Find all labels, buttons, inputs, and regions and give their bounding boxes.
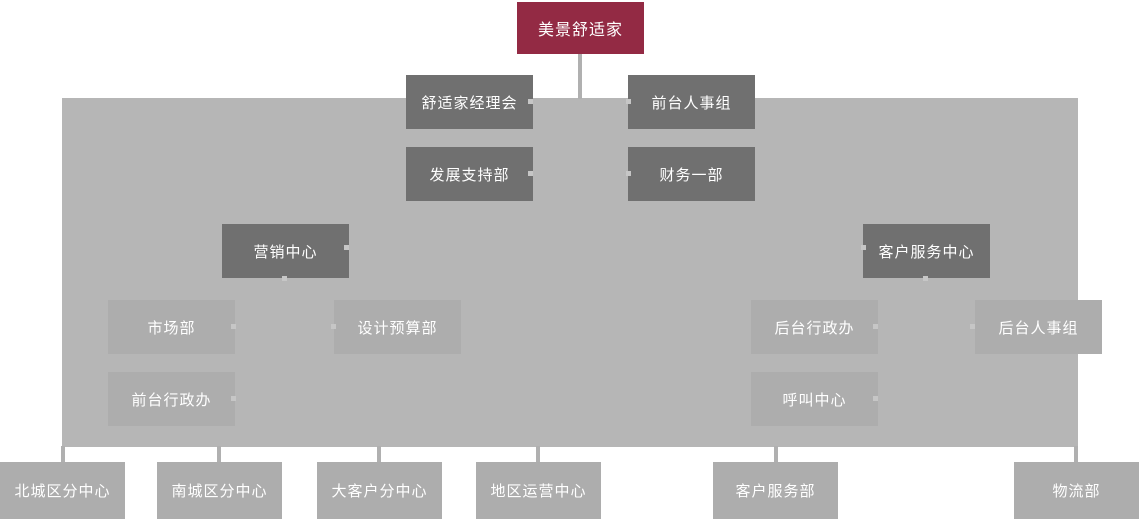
org-node-market-dept[interactable]: 市场部 [108,300,235,354]
connector-stub [873,396,878,401]
connector-stub [861,245,866,250]
connector-stub [923,276,928,281]
org-node-south-city-branch[interactable]: 南城区分中心 [157,462,282,519]
org-node-label: 大客户分中心 [331,483,428,500]
connector-stub [873,324,878,329]
org-node-label: 市场部 [147,319,196,337]
connector-stub [970,324,975,329]
org-node-customer-service-center[interactable]: 客户服务中心 [863,224,990,278]
org-node-call-center[interactable]: 呼叫中心 [751,372,878,426]
org-node-north-city-branch[interactable]: 北城区分中心 [0,462,125,519]
branch-connector-line [536,446,540,463]
org-node-label: 发展支持部 [429,166,510,184]
org-node-label: 后台人事组 [998,319,1079,337]
org-node-customer-service-dept[interactable]: 客户服务部 [713,462,838,519]
org-node-label: 营销中心 [253,243,318,261]
org-node-label: 物流部 [1052,483,1101,500]
org-node-label: 地区运营中心 [490,483,587,500]
org-node-label: 美景舒适家 [537,22,623,39]
org-node-manager-committee[interactable]: 舒适家经理会 [406,75,533,129]
org-node-key-account-branch[interactable]: 大客户分中心 [317,462,442,519]
org-node-front-admin-office[interactable]: 前台行政办 [108,372,235,426]
org-node-development-support[interactable]: 发展支持部 [406,147,533,201]
org-node-label: 南城区分中心 [171,483,268,500]
connector-stub [231,396,236,401]
root-connector-line [578,53,582,99]
org-node-design-budget-dept[interactable]: 设计预算部 [334,300,461,354]
connector-stub [282,276,287,281]
connector-stub [626,99,631,104]
branch-connector-line [1074,446,1078,463]
org-node-label: 呼叫中心 [782,391,847,409]
org-node-logistics-dept[interactable]: 物流部 [1014,462,1139,519]
branch-connector-line [774,446,778,463]
org-node-back-hr-group[interactable]: 后台人事组 [975,300,1102,354]
org-node-front-hr-group[interactable]: 前台人事组 [628,75,755,129]
org-node-back-admin-office[interactable]: 后台行政办 [751,300,878,354]
branch-connector-line [377,446,381,463]
connector-stub [528,99,533,104]
org-node-label: 财务一部 [659,166,724,184]
org-node-label: 设计预算部 [357,319,438,337]
connector-stub [231,324,236,329]
branch-connector-line [61,446,65,463]
connector-stub [626,171,631,176]
org-node-label: 客户服务部 [735,483,816,500]
org-node-regional-operations-center[interactable]: 地区运营中心 [476,462,601,519]
org-node-label: 客户服务中心 [878,243,975,261]
branch-connector-line [217,446,221,463]
connector-stub [528,171,533,176]
connector-stub [344,245,349,250]
org-node-label: 后台行政办 [774,319,855,337]
connector-stub [331,324,336,329]
org-node-label: 舒适家经理会 [421,94,518,112]
org-node-root[interactable]: 美景舒适家 [517,2,644,54]
org-node-finance-one[interactable]: 财务一部 [628,147,755,201]
org-node-label: 北城区分中心 [14,483,111,500]
org-node-label: 前台行政办 [131,391,212,409]
org-node-label: 前台人事组 [651,94,732,112]
org-node-marketing-center[interactable]: 营销中心 [222,224,349,278]
